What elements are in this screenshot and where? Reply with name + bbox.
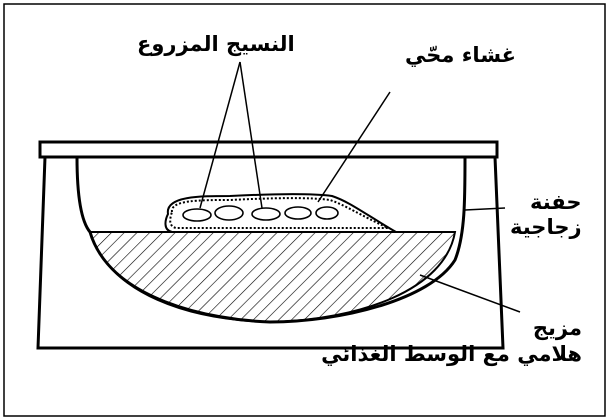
glass-lid — [38, 140, 499, 159]
dish-label-line2: زجاجية — [510, 215, 582, 240]
gel-label-line2: هلامي مع الوسط الغذائي — [321, 342, 582, 367]
gel-label: مزيج هلامي مع الوسط الغذائي — [300, 315, 582, 368]
dish-label: حفنة زجاجية — [510, 190, 582, 240]
explanted-tissue — [182, 205, 339, 222]
membrane-outline — [164, 193, 400, 233]
gel-mixture — [88, 231, 457, 324]
gel-label-line1: مزيج — [532, 316, 582, 340]
dish-outer-wall — [36, 156, 505, 350]
membrane-label: غشاء محّي — [405, 43, 517, 67]
tissue-label: النسيج المزروع — [137, 32, 295, 56]
outer-frame — [3, 3, 606, 417]
dish-label-line1: حفنة — [530, 190, 582, 214]
pointer-lines — [199, 61, 521, 313]
